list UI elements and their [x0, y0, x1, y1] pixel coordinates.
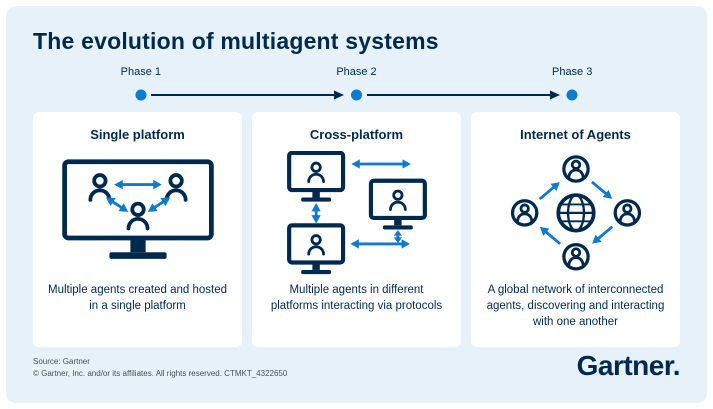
agent-node-icon	[510, 199, 538, 227]
monitor-with-agents-icon	[61, 159, 214, 259]
footer-source: Source: Gartner © Gartner, Inc. and/or i…	[33, 356, 287, 380]
agent-icon	[306, 161, 325, 183]
card-single-platform: Single platform	[33, 112, 242, 347]
monitor-icon	[61, 159, 214, 259]
card-icon-area	[278, 146, 436, 280]
timeline: Phase 1 Phase 2 Phase 3	[33, 66, 680, 108]
phase-2-label: Phase 2	[336, 66, 377, 78]
double-arrow-icon	[350, 159, 411, 169]
double-arrow-icon	[310, 202, 321, 224]
double-arrow-icon	[147, 197, 170, 212]
agent-icon	[87, 172, 111, 202]
agent-icon	[126, 201, 149, 231]
agent-icon	[388, 189, 407, 211]
card-caption: A global network of interconnected agent…	[486, 284, 665, 329]
copyright-line: © Gartner, Inc. and/or its affiliates. A…	[33, 369, 288, 378]
agent-node-icon	[613, 199, 641, 227]
network-arrow-icon	[591, 226, 613, 244]
monitor-icon	[286, 150, 345, 202]
card-title: Single platform	[90, 127, 185, 142]
card-caption: Multiple agents in different platforms i…	[270, 284, 443, 313]
double-arrow-icon	[393, 229, 402, 243]
card-caption: Multiple agents created and hosted in a …	[47, 284, 227, 313]
agent-node-icon	[561, 243, 590, 271]
monitor-icon	[368, 178, 427, 230]
double-arrow-icon	[105, 197, 128, 212]
phase-1-label: Phase 1	[120, 66, 162, 78]
card-cross-platform: Cross-platform	[252, 112, 461, 347]
card-icon-area	[57, 146, 219, 280]
globe-agent-network-icon	[510, 155, 641, 271]
double-arrow-icon	[113, 179, 162, 190]
network-arrow-icon	[590, 181, 612, 200]
phase-cards: Single platform	[33, 112, 680, 347]
phase-3-dot	[566, 89, 578, 101]
card-title: Internet of Agents	[520, 127, 631, 142]
network-arrow-icon	[538, 182, 560, 200]
network-arrow-icon	[539, 226, 561, 245]
agent-icon	[306, 233, 325, 256]
double-arrow-icon	[349, 239, 410, 249]
phase-1-dot	[135, 89, 147, 101]
agent-node-icon	[561, 155, 590, 183]
source-line: Source: Gartner	[33, 357, 90, 366]
globe-icon	[555, 193, 596, 233]
monitor-icon	[286, 222, 345, 274]
agent-icon	[164, 172, 188, 202]
phase-2-dot	[351, 89, 362, 101]
card-icon-area	[506, 146, 646, 280]
timeline-arrowhead-icon	[550, 90, 560, 100]
phase-labels: Phase 1 Phase 2 Phase 3	[33, 66, 680, 78]
timeline-arrowhead-icon	[334, 90, 344, 100]
page-title: The evolution of multiagent systems	[33, 28, 439, 54]
gartner-logo: Gartner.	[576, 350, 681, 381]
linked-monitors-icon	[286, 150, 427, 274]
timeline-axis	[135, 89, 578, 101]
card-internet-of-agents: Internet of Agents	[471, 112, 680, 347]
card-title: Cross-platform	[309, 127, 404, 142]
phase-3-label: Phase 3	[551, 66, 593, 78]
